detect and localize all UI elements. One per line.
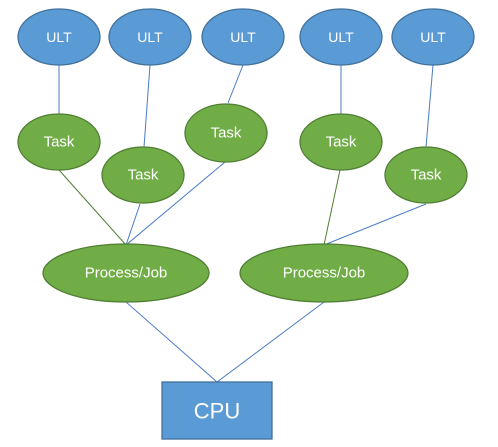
ult-node-1-label: ULT (46, 29, 72, 45)
task-node-2: Task (101, 146, 185, 204)
process-node-2-label: Process/Job (283, 265, 366, 282)
task-node-2-label: Task (128, 167, 159, 184)
task-node-3: Task (184, 103, 268, 163)
edges-task-process (58, 161, 427, 246)
ult-node-3-label: ULT (230, 29, 256, 45)
ult-node-3: ULT (201, 8, 285, 66)
edge-task-3-process-1 (125, 161, 226, 246)
ult-node-5: ULT (391, 8, 475, 66)
ult-node-2-label: ULT (137, 29, 163, 45)
ult-node-5-label: ULT (420, 29, 446, 45)
process-node-2: Process/Job (239, 243, 409, 303)
edge-process-2-cpu (216, 301, 325, 383)
edge-task-4-process-2 (323, 169, 341, 246)
edge-ult-5-task-5 (425, 64, 434, 148)
edges-process-cpu (125, 301, 325, 383)
task-node-4-label: Task (326, 134, 357, 151)
ult-node-2: ULT (108, 8, 192, 66)
ult-node-4: ULT (299, 8, 383, 66)
ult-node-1: ULT (17, 8, 101, 66)
edge-task-1-process-1 (58, 169, 127, 246)
task-node-5: Task (384, 146, 468, 204)
cpu-node: CPU (161, 381, 273, 440)
process-node-1-label: Process/Job (85, 265, 168, 282)
edge-task-2-process-1 (125, 203, 141, 246)
task-node-4: Task (299, 113, 383, 171)
edge-task-5-process-2 (323, 203, 427, 246)
task-node-3-label: Task (211, 125, 242, 142)
ult-node-4-label: ULT (328, 29, 354, 45)
edge-ult-3-task-3 (227, 64, 244, 104)
process-node-1: Process/Job (42, 243, 210, 303)
edges-ult-task (58, 64, 434, 148)
edge-ult-2-task-2 (143, 64, 151, 148)
task-node-5-label: Task (411, 167, 442, 184)
task-node-1-label: Task (44, 134, 75, 151)
task-node-1: Task (17, 113, 101, 171)
edge-process-1-cpu (125, 301, 218, 383)
cpu-node-label: CPU (194, 399, 240, 424)
